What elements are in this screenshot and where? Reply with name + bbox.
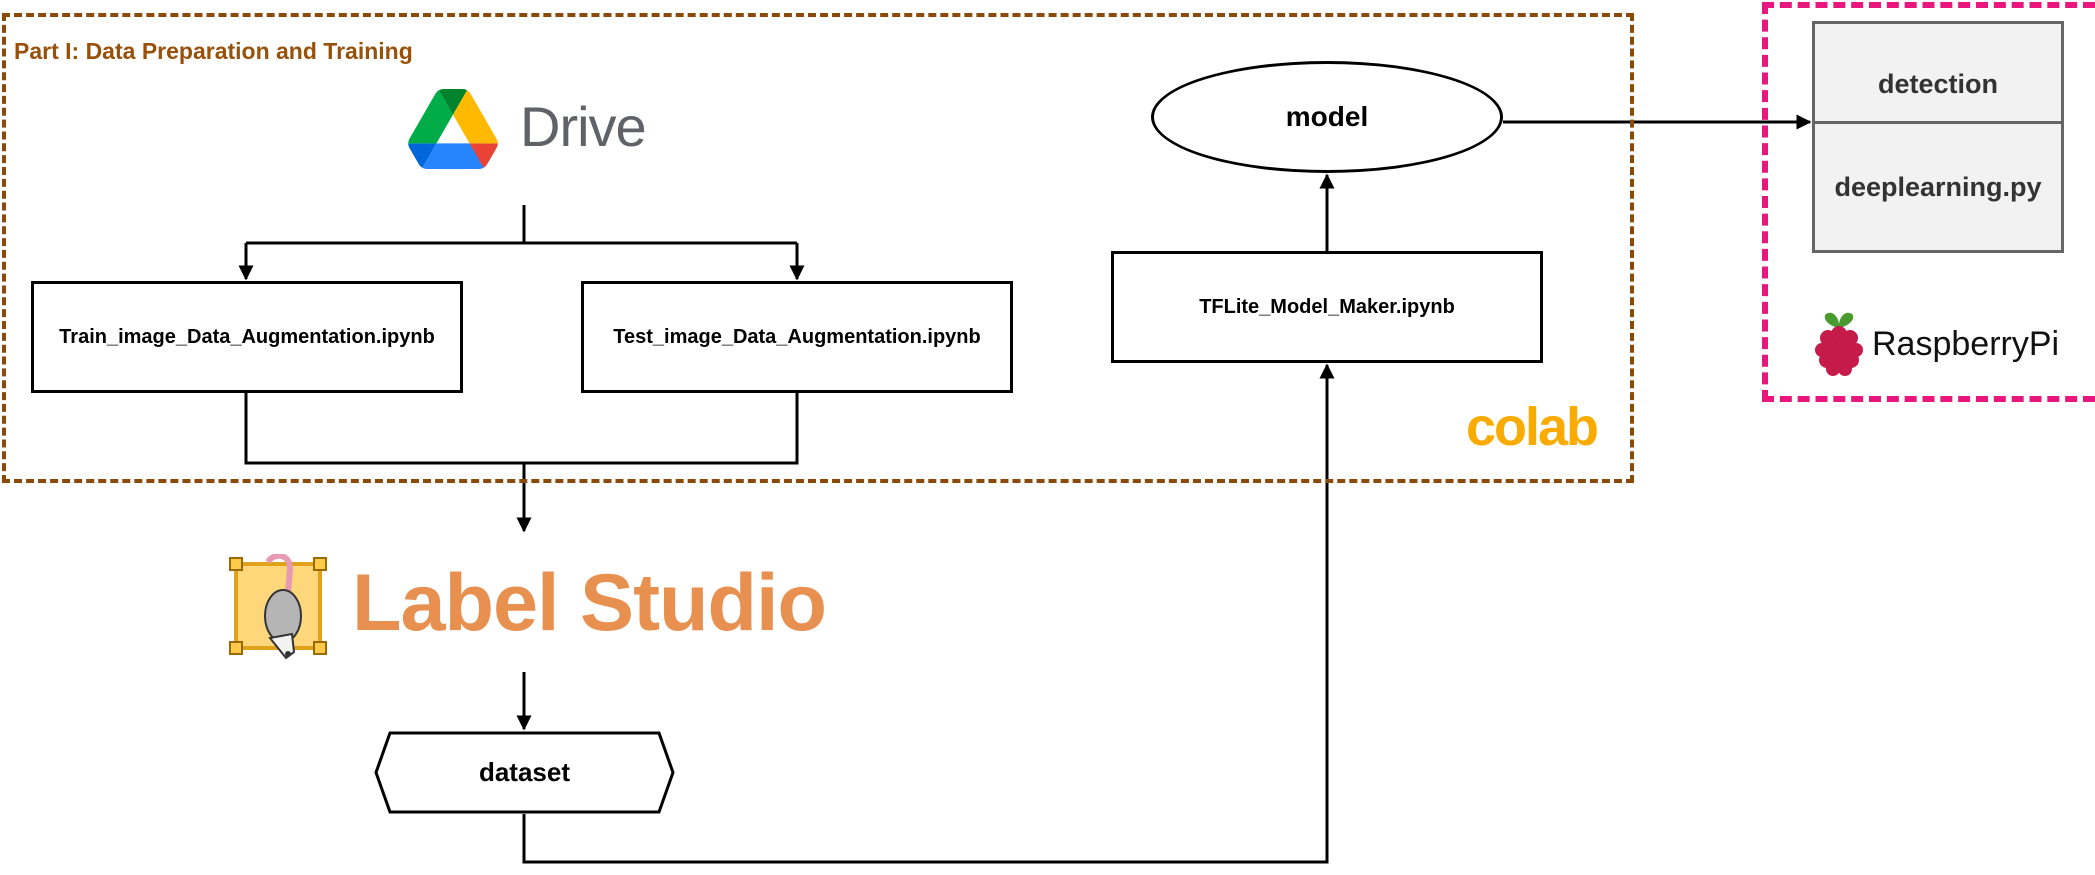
part1-frame: [2, 13, 1634, 483]
label-studio-opossum-icon: [229, 554, 327, 660]
raspberry-pi-label: RaspberryPi: [1872, 325, 2060, 363]
drive-label: Drive: [520, 95, 647, 158]
dataset-node: dataset: [374, 731, 675, 814]
merge-line: [244, 393, 799, 465]
train-notebook-box: Train_image_Data_Augmentation.ipynb: [31, 281, 463, 393]
tflite-notebook-box: TFLite_Model_Maker.ipynb: [1111, 251, 1543, 363]
deeplearning-py-cell: deeplearning.py: [1812, 121, 2064, 253]
colab-logo: colab: [1466, 397, 1599, 457]
test-notebook-box: Test_image_Data_Augmentation.ipynb: [581, 281, 1013, 393]
dataset-label: dataset: [478, 757, 571, 787]
raspberry-pi-icon: [1815, 312, 1863, 376]
google-drive-icon: [408, 89, 498, 169]
drive-split-line: [246, 205, 797, 245]
model-node: model: [1151, 61, 1503, 173]
dataset-hexagon-shape: [374, 731, 675, 814]
raspberry-pi-frame: [1762, 2, 2095, 402]
dataset-to-tflite-line: [522, 363, 1335, 864]
label-studio-label: Label Studio: [352, 558, 827, 648]
part1-title: Part I: Data Preparation and Training: [14, 38, 413, 64]
